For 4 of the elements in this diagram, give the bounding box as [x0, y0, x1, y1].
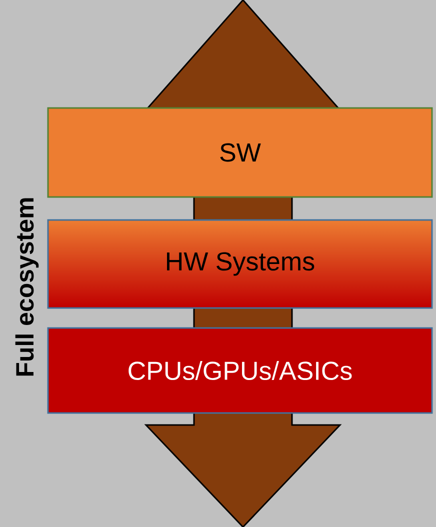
- layer-box: CPUs/GPUs/ASICs: [47, 327, 433, 414]
- layer-box: HW Systems: [47, 219, 433, 309]
- axis-label: Full ecosystem: [15, 198, 39, 376]
- layer-box: SW: [47, 107, 433, 198]
